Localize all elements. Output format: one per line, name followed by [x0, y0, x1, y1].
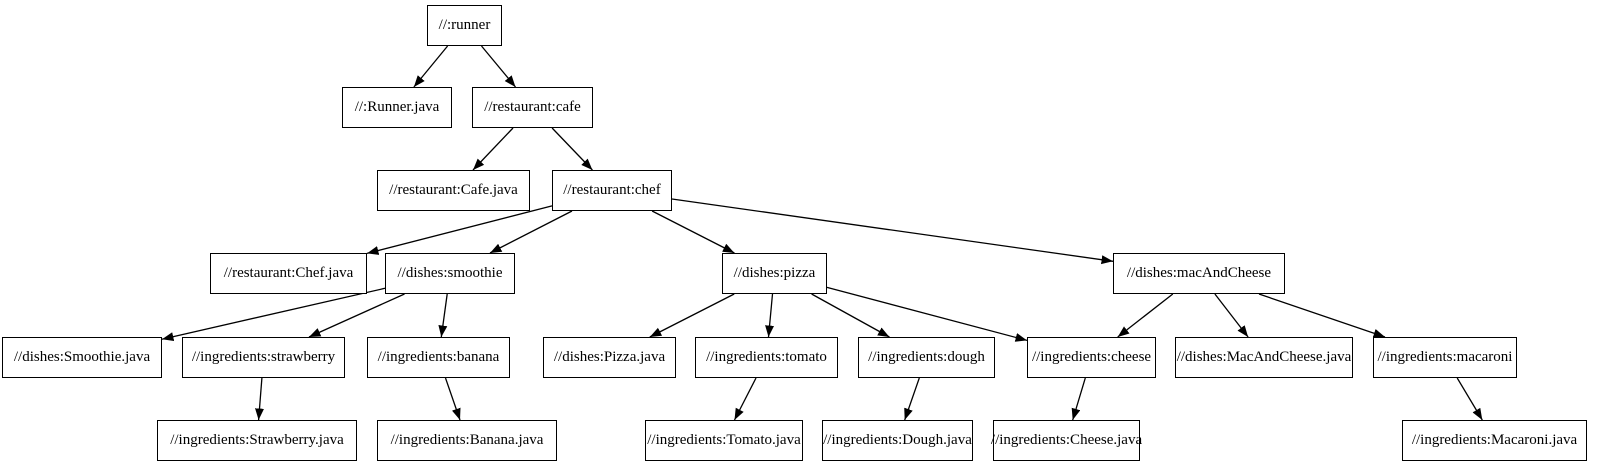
graph-edge-runner-to-runner-java	[413, 45, 449, 88]
graph-edge-mac-and-cheese-to-mac-and-cheese-java	[1214, 293, 1249, 338]
graph-edge-mac-and-cheese-to-macaroni	[1258, 293, 1386, 338]
graph-node-cheese-java: //ingredients:Cheese.java	[991, 420, 1142, 461]
graph-node-strawberry: //ingredients:strawberry	[182, 337, 345, 378]
graph-node-macaroni-java: //ingredients:Macaroni.java	[1402, 420, 1587, 461]
graph-node-smoothie: //dishes:smoothie	[385, 253, 515, 294]
graph-node-pizza: //dishes:pizza	[722, 253, 827, 294]
graph-node-pizza-java: //dishes:Pizza.java	[543, 337, 676, 378]
graph-node-cheese: //ingredients:cheese	[1027, 337, 1156, 378]
graph-node-dough-java: //ingredients:Dough.java	[822, 420, 973, 461]
graph-node-chef-java: //restaurant:Chef.java	[210, 253, 367, 294]
graph-edge-mac-and-cheese-to-cheese	[1117, 293, 1174, 338]
graph-node-banana-java: //ingredients:Banana.java	[377, 420, 557, 461]
graph-edge-cafe-to-chef	[551, 127, 593, 171]
graph-edge-dough-to-dough-java	[904, 377, 920, 421]
graph-edge-chef-to-mac-and-cheese	[671, 198, 1114, 265]
graph-node-dough: //ingredients:dough	[858, 337, 995, 378]
graph-node-cafe-java: //restaurant:Cafe.java	[377, 170, 530, 211]
graph-node-tomato-java: //ingredients:Tomato.java	[645, 420, 803, 461]
graph-node-cafe: //restaurant:cafe	[472, 87, 593, 128]
graph-edge-cheese-to-cheese-java	[1071, 377, 1086, 421]
graph-node-strawberry-java: //ingredients:Strawberry.java	[157, 420, 357, 461]
graph-node-macaroni: //ingredients:macaroni	[1373, 337, 1517, 378]
graph-edge-smoothie-to-banana	[438, 293, 448, 338]
graph-edge-macaroni-to-macaroni-java	[1456, 377, 1483, 421]
graph-node-runner-java: //:Runner.java	[342, 87, 452, 128]
graph-edge-pizza-to-tomato	[765, 293, 775, 338]
graph-node-smoothie-java: //dishes:Smoothie.java	[2, 337, 162, 378]
graph-edge-smoothie-to-strawberry	[308, 293, 405, 338]
graph-edge-chef-to-smoothie	[489, 210, 573, 254]
graph-edge-chef-to-pizza	[651, 210, 735, 254]
graph-edge-tomato-to-tomato-java	[733, 377, 757, 421]
graph-edge-pizza-to-pizza-java	[649, 293, 735, 338]
graph-edge-runner-to-cafe	[480, 45, 517, 88]
graph-node-mac-and-cheese-java: //dishes:MacAndCheese.java	[1175, 337, 1353, 378]
graph-edge-pizza-to-dough	[811, 293, 890, 338]
graph-node-tomato: //ingredients:tomato	[695, 337, 838, 378]
graph-node-mac-and-cheese: //dishes:macAndCheese	[1113, 253, 1285, 294]
graph-node-runner: //:runner	[427, 5, 502, 46]
graph-edge-strawberry-to-strawberry-java	[255, 377, 264, 421]
graph-node-chef: //restaurant:chef	[552, 170, 672, 211]
graph-edge-banana-to-banana-java	[444, 377, 461, 421]
graph-node-banana: //ingredients:banana	[367, 337, 510, 378]
graph-edge-smoothie-to-smoothie-java	[161, 287, 386, 342]
graph-edge-chef-to-chef-java	[366, 205, 553, 255]
graph-edge-pizza-to-cheese	[826, 286, 1028, 342]
graph-edge-cafe-to-cafe-java	[472, 127, 514, 171]
